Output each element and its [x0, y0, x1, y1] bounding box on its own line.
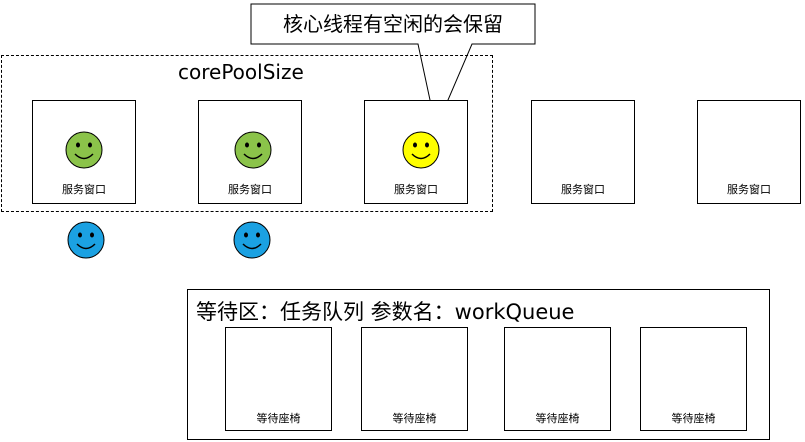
core-pool-label: corePoolSize — [178, 60, 304, 84]
green-smiley-icon — [65, 131, 103, 169]
yellow-smiley-icon — [402, 131, 440, 169]
work-queue-title: 等待区：任务队列 参数名：workQueue — [196, 300, 575, 324]
blue-smiley-icon — [233, 221, 271, 259]
service-window-4: 服务窗口 — [531, 100, 635, 204]
waiting-seat-4: 等待座椅 — [640, 327, 747, 431]
waiting-seat-label: 等待座椅 — [535, 412, 580, 425]
service-window-2: 服务窗口 — [198, 100, 302, 204]
waiting-seat-label: 等待座椅 — [256, 412, 301, 425]
blue-smiley-icon — [67, 221, 105, 259]
service-window-label: 服务窗口 — [62, 183, 106, 196]
service-window-label: 服务窗口 — [561, 183, 605, 196]
service-window-1: 服务窗口 — [32, 100, 136, 204]
core-pool-boundary — [1, 55, 493, 212]
service-window-3: 服务窗口 — [364, 100, 468, 204]
waiting-seat-3: 等待座椅 — [504, 327, 611, 431]
service-window-label: 服务窗口 — [727, 183, 771, 196]
callout-text: 核心线程有空闲的会保留 — [283, 12, 503, 36]
waiting-seat-1: 等待座椅 — [225, 327, 332, 431]
service-window-label: 服务窗口 — [394, 183, 438, 196]
service-window-label: 服务窗口 — [228, 183, 272, 196]
service-window-5: 服务窗口 — [697, 100, 801, 204]
waiting-seat-label: 等待座椅 — [671, 412, 716, 425]
waiting-seat-2: 等待座椅 — [361, 327, 468, 431]
green-smiley-icon — [234, 131, 272, 169]
work-queue-area — [187, 289, 770, 440]
waiting-seat-label: 等待座椅 — [392, 412, 437, 425]
